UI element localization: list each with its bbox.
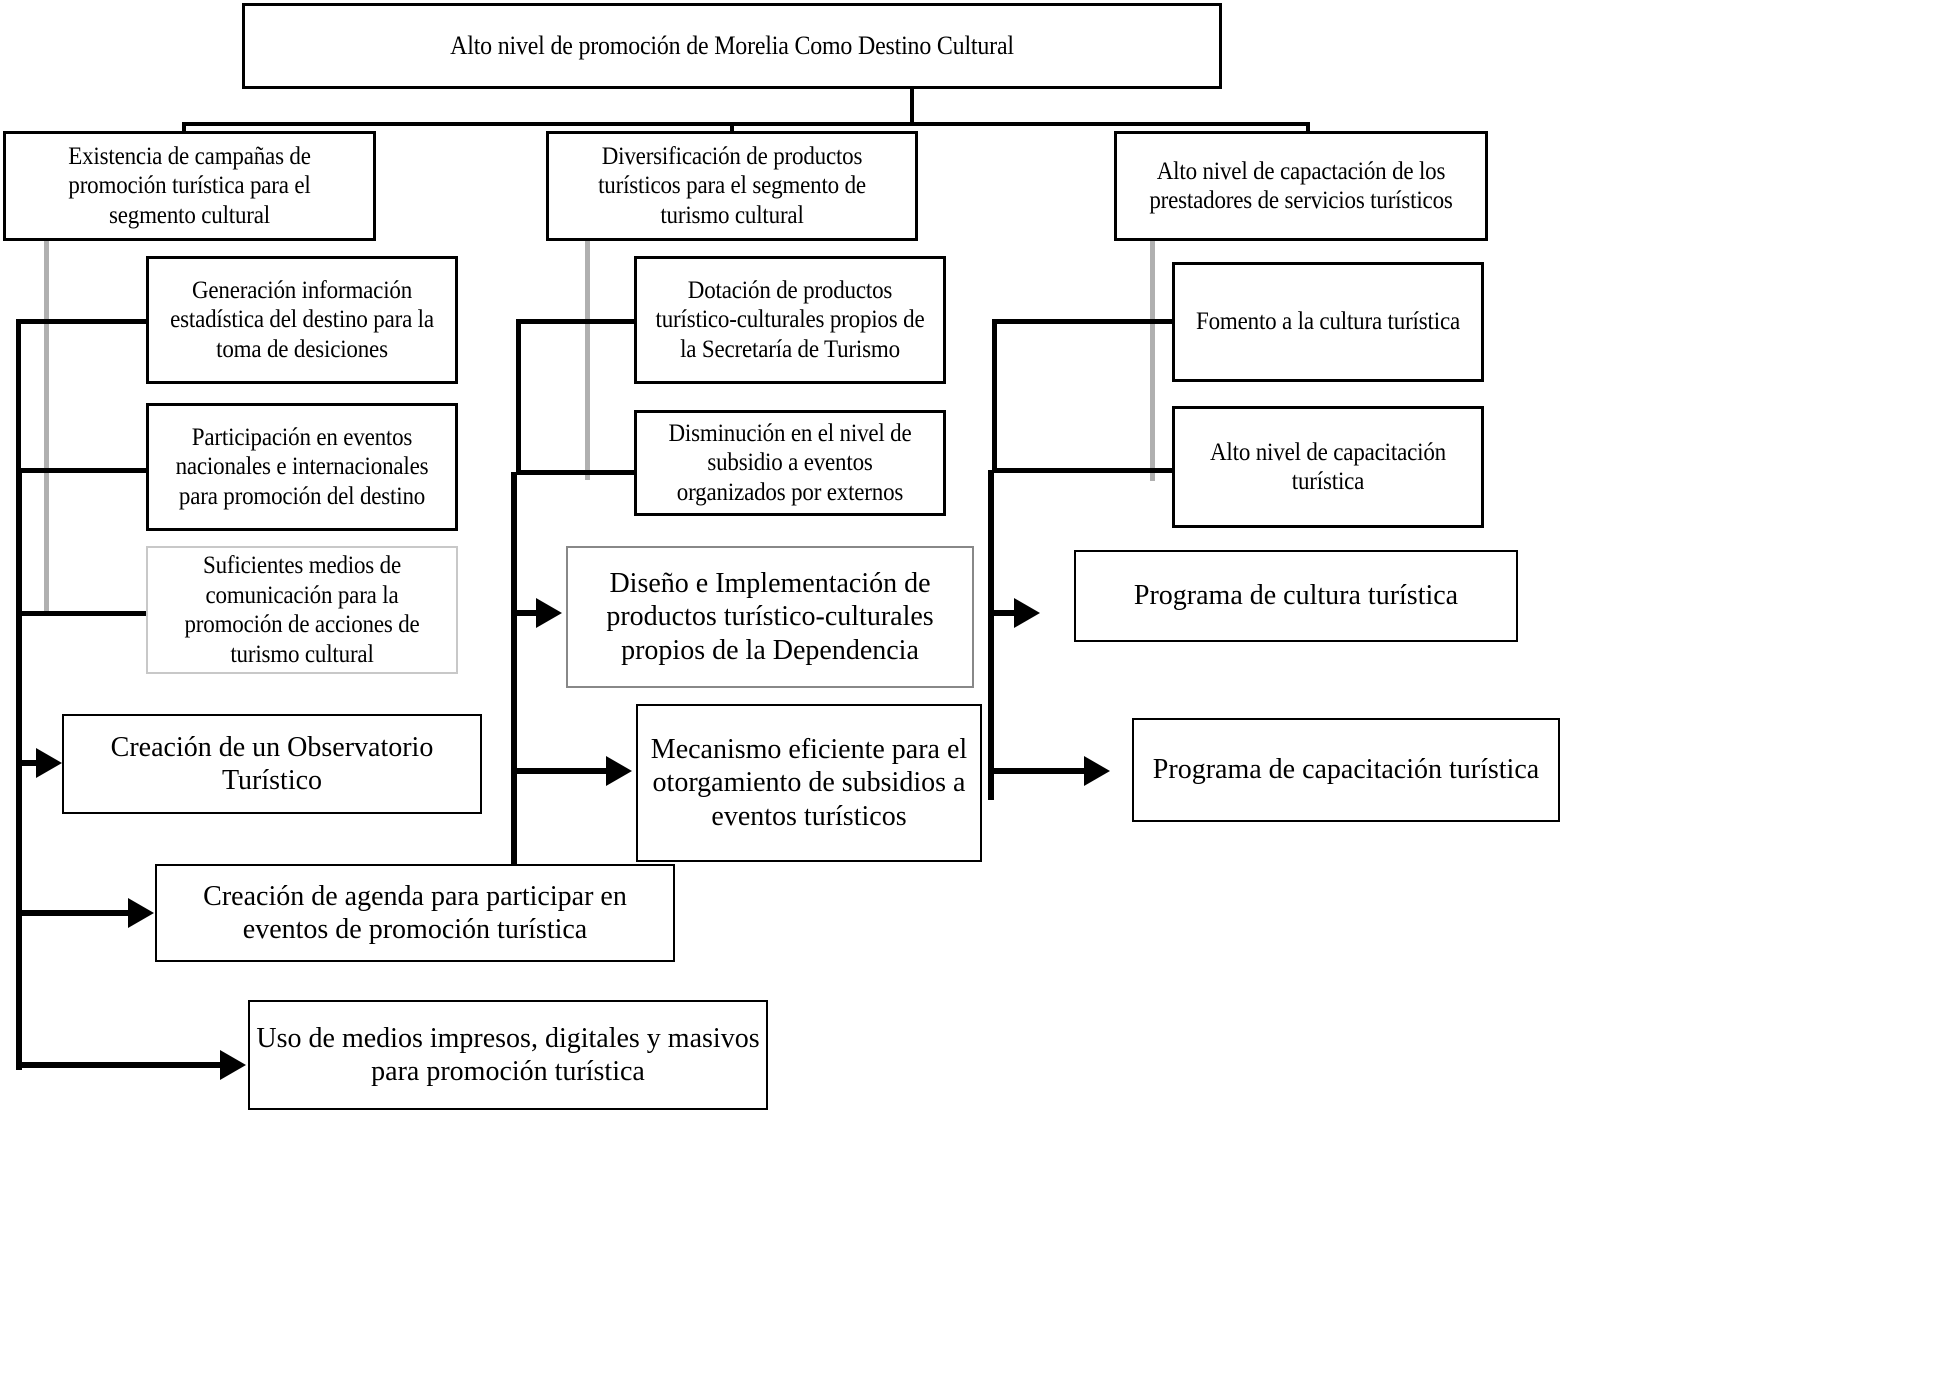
branch-2-action-2-box[interactable]: Mecanismo eficiente para el otorgamiento…	[636, 704, 982, 862]
branch-1-action-1-label: Creación de un Observatorio Turístico	[110, 731, 434, 796]
connector-branch-2-to-child-1	[516, 319, 638, 324]
branch-3-action-1-label: Programa de cultura turística	[1133, 580, 1459, 612]
root-box-label: Alto nivel de promoción de Morelia Como …	[450, 30, 1014, 60]
branch-3-label: Alto nivel de capactación de los prestad…	[1149, 157, 1453, 215]
branch-2-label: Diversificación de productos turísticos …	[598, 142, 866, 229]
branch-1-label: Existencia de campañas de promoción turí…	[68, 142, 311, 229]
branch-1-action-3-box[interactable]: Uso de medios impresos, digitales y masi…	[248, 1000, 768, 1110]
branch-1-child-2-label: Participación en eventos nacionales e in…	[175, 423, 429, 510]
branch-2-action-1-label: Diseño e Implementación de productos tur…	[606, 568, 934, 666]
connector-branch-2-action-2-stem	[511, 768, 623, 774]
arrow-branch-2-action-1	[536, 598, 562, 628]
branch-3-child-1-box[interactable]: Fomento a la cultura turística	[1172, 262, 1484, 382]
connector-branch-3-action-rail	[988, 470, 994, 800]
branch-3-child-1-label: Fomento a la cultura turística	[1195, 308, 1461, 336]
branch-1-child-1-box[interactable]: Generación información estadística del d…	[146, 256, 458, 384]
branch-3-box[interactable]: Alto nivel de capactación de los prestad…	[1114, 131, 1488, 241]
branch-1-child-3-box[interactable]: Suficientes medios de comunicación para …	[146, 546, 458, 674]
branch-1-action-3-label: Uso de medios impresos, digitales y masi…	[256, 1022, 760, 1087]
arrow-branch-1-action-2	[128, 898, 154, 928]
connector-branch-1-to-child-3	[16, 611, 148, 616]
connector-branch-3-upper-rail	[992, 319, 997, 473]
arrow-branch-2-action-2	[606, 756, 632, 786]
branch-3-action-2-label: Programa de capacitación turística	[1152, 754, 1540, 786]
connector-branch-2-to-child-2	[516, 470, 638, 475]
connector-root-bus	[182, 122, 1309, 126]
arrow-branch-3-action-1	[1014, 598, 1040, 628]
connector-branch-1-action-1-stem	[16, 760, 52, 766]
branch-2-child-2-label: Disminución en el nivel de subsidio a ev…	[668, 419, 912, 506]
branch-1-action-2-label: Creación de agenda para participar en ev…	[203, 880, 627, 945]
branch-1-child-2-box[interactable]: Participación en eventos nacionales e in…	[146, 403, 458, 531]
connector-branch-2-upper-rail	[516, 319, 521, 475]
connector-branch-2-action-rail	[511, 472, 517, 872]
branch-1-box[interactable]: Existencia de campañas de promoción turí…	[3, 131, 376, 241]
branch-2-child-2-box[interactable]: Disminución en el nivel de subsidio a ev…	[634, 410, 946, 516]
branch-1-action-2-box[interactable]: Creación de agenda para participar en ev…	[155, 864, 675, 962]
branch-3-child-2-box[interactable]: Alto nivel de capacitación turística	[1172, 406, 1484, 528]
connector-branch-1-action-3-stem	[16, 1062, 238, 1068]
connector-branch-3-to-child-1	[992, 319, 1174, 324]
branch-2-child-1-box[interactable]: Dotación de productos turístico-cultural…	[634, 256, 946, 384]
connector-branch-3-action-1-stem	[988, 610, 1030, 616]
branch-1-child-3-label: Suficientes medios de comunicación para …	[184, 552, 420, 668]
root-box[interactable]: Alto nivel de promoción de Morelia Como …	[242, 3, 1222, 89]
connector-branch-3-action-2-stem	[988, 768, 1100, 774]
connector-branch-3-to-child-2	[992, 468, 1174, 473]
arrow-branch-1-action-1	[36, 748, 62, 778]
connector-branch-1-spine	[44, 241, 49, 615]
connector-branch-1-to-child-1	[16, 319, 148, 324]
arrow-branch-3-action-2	[1084, 756, 1110, 786]
branch-3-child-2-label: Alto nivel de capacitación turística	[1210, 438, 1446, 496]
branch-1-child-1-label: Generación información estadística del d…	[170, 276, 434, 363]
connector-root-stem	[910, 86, 914, 124]
branch-3-action-1-box[interactable]: Programa de cultura turística	[1074, 550, 1518, 642]
branch-2-box[interactable]: Diversificación de productos turísticos …	[546, 131, 918, 241]
connector-branch-1-to-child-2	[16, 468, 148, 473]
branch-2-action-1-box[interactable]: Diseño e Implementación de productos tur…	[566, 546, 974, 688]
arrow-branch-1-action-3	[220, 1050, 246, 1080]
connector-branch-2-action-1-stem	[511, 610, 551, 616]
connector-branch-1-left-rail	[16, 319, 21, 616]
branch-1-action-1-box[interactable]: Creación de un Observatorio Turístico	[62, 714, 482, 814]
connector-branch-1-action-rail	[16, 470, 22, 1070]
branch-3-action-2-box[interactable]: Programa de capacitación turística	[1132, 718, 1560, 822]
connector-branch-2-spine	[585, 241, 590, 480]
connector-branch-3-spine	[1150, 241, 1155, 481]
branch-2-action-2-label: Mecanismo eficiente para el otorgamiento…	[650, 734, 968, 832]
branch-2-child-1-label: Dotación de productos turístico-cultural…	[655, 276, 925, 363]
connector-branch-1-action-2-stem	[16, 910, 146, 916]
